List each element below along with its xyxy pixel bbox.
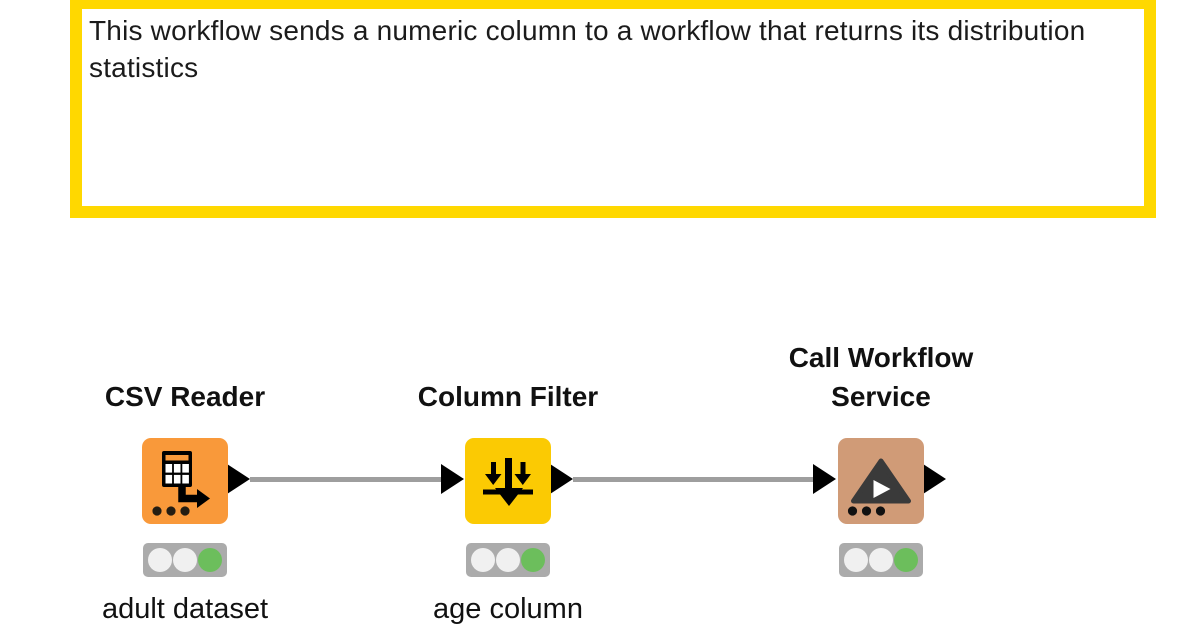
- status-light: [496, 548, 520, 572]
- node-title-column-filter[interactable]: Column Filter: [417, 381, 599, 412]
- status-light-executed: [521, 548, 545, 572]
- node-label-column-filter[interactable]: age column: [433, 593, 583, 625]
- column-filter-status-traffic-light: [466, 543, 550, 577]
- connection-csv-reader-to-column-filter[interactable]: [250, 477, 442, 482]
- call-workflow-status-traffic-light: [839, 543, 923, 577]
- status-light: [471, 548, 495, 572]
- status-light-executed: [198, 548, 222, 572]
- column-filter-icon: [465, 438, 551, 524]
- call-workflow-service-node[interactable]: [838, 438, 924, 524]
- column-filter-node[interactable]: [465, 438, 551, 524]
- column-filter-output-port[interactable]: [550, 464, 573, 494]
- status-light: [173, 548, 197, 572]
- table-reader-icon: [142, 438, 228, 524]
- status-light-executed: [894, 548, 918, 572]
- node-title-csv-reader[interactable]: CSV Reader: [104, 381, 266, 412]
- node-title-call-workflow-service[interactable]: Call Workflow Service: [788, 342, 974, 412]
- status-light: [869, 548, 893, 572]
- status-light: [844, 548, 868, 572]
- workflow-annotation[interactable]: This workflow sends a numeric column to …: [70, 0, 1156, 218]
- call-workflow-input-port[interactable]: [813, 464, 836, 494]
- csv-reader-node[interactable]: [142, 438, 228, 524]
- status-light: [148, 548, 172, 572]
- connection-column-filter-to-call-workflow[interactable]: [573, 477, 814, 482]
- node-label-csv-reader[interactable]: adult dataset: [101, 593, 269, 625]
- csv-reader-output-port[interactable]: [227, 464, 250, 494]
- annotation-text: This workflow sends a numeric column to …: [89, 15, 1086, 83]
- call-workflow-play-icon: [838, 438, 924, 524]
- call-workflow-output-port[interactable]: [923, 464, 946, 494]
- column-filter-input-port[interactable]: [441, 464, 464, 494]
- csv-reader-status-traffic-light: [143, 543, 227, 577]
